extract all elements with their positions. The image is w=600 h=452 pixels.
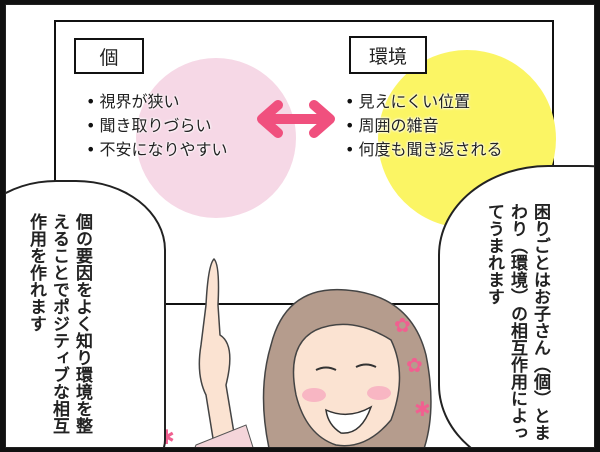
environment-factors-list: 見えにくい位置 周囲の雑音 何度も聞き返される (345, 90, 502, 162)
flower-icon: ✿ (406, 353, 423, 377)
list-item: 不安になりやすい (86, 138, 227, 162)
speech-bubble-right (438, 165, 594, 447)
list-item: 視界が狭い (86, 90, 227, 114)
list-item: 見えにくい位置 (345, 90, 502, 114)
double-arrow-icon (257, 100, 335, 138)
asterisk-flower-icon: ✱ (414, 397, 431, 421)
woman-pointing-illustration (194, 257, 432, 447)
environment-label: 環境 (349, 36, 427, 74)
flower-outline-icon: ✿ (394, 313, 411, 337)
list-item: 周囲の雑音 (345, 114, 502, 138)
comic-panel: 個 環境 視界が狭い 聞き取りづらい 不安になりやすい 見えにくい位置 周囲の雑… (5, 4, 595, 448)
speech-text-left: 個の要因をよく知り環境を整えることでポジティブな相互作用を作れます (26, 213, 92, 434)
speech-text-right: 困りごとはお子さん（個）とまわり（環境）の相互作用によってうまれます (484, 203, 550, 441)
list-item: 何度も聞き返される (345, 138, 502, 162)
individual-factors-list: 視界が狭い 聞き取りづらい 不安になりやすい (86, 90, 227, 162)
individual-label: 個 (74, 38, 144, 74)
list-item: 聞き取りづらい (86, 114, 227, 138)
speech-bubble-left (6, 180, 166, 447)
